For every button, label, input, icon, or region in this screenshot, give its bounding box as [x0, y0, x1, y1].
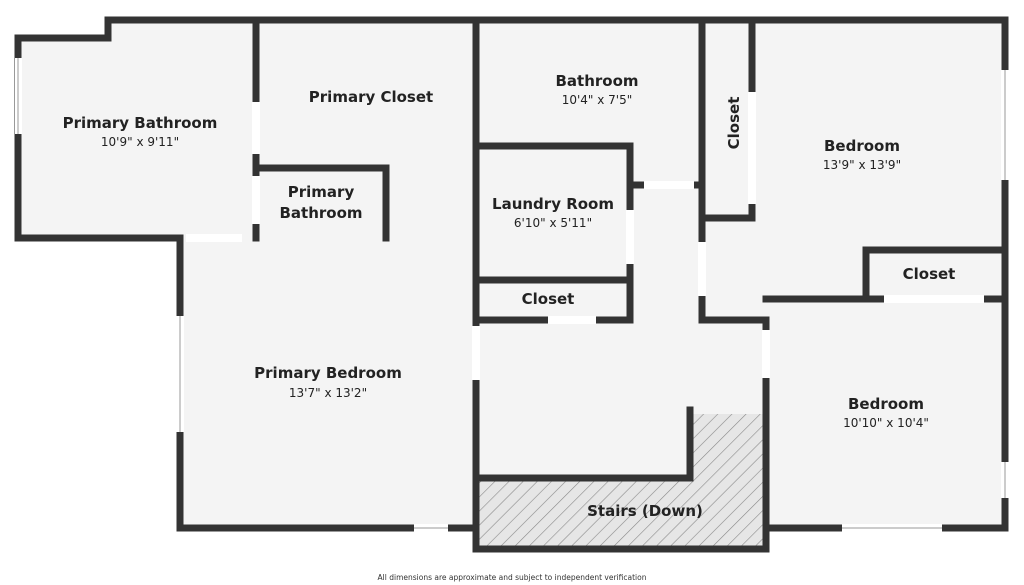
room-name-primary-closet: Primary Closet: [309, 88, 433, 106]
disclaimer-text: All dimensions are approximate and subje…: [378, 573, 647, 582]
room-dims-bathroom: 10'4" x 7'5": [562, 93, 633, 107]
room-dims-bedroom-upper: 13'9" x 13'9": [823, 158, 901, 172]
wall-small-bath: [252, 164, 390, 242]
door-hall-closet: [548, 316, 596, 324]
wall-vertical-closet: [702, 16, 756, 222]
wall-stairs: [472, 406, 694, 482]
room-labels: Primary Bathroom 10'9" x 9'11" Primary C…: [63, 72, 956, 582]
room-name-closet-right: Closet: [903, 265, 956, 283]
room-dims-primary-bathroom: 10'9" x 9'11": [101, 135, 179, 149]
room-name-primary-bathroom: Primary Bathroom: [63, 114, 218, 132]
floors: [18, 20, 1006, 550]
room-name-primary-bedroom: Primary Bedroom: [254, 364, 402, 382]
door-laundry: [626, 210, 634, 264]
door-small-bath: [252, 176, 260, 224]
wall-outer-top: [14, 16, 1009, 553]
openings: [15, 58, 1009, 532]
door-primary-bath: [252, 102, 260, 154]
wall-right-closet: [862, 246, 1009, 303]
room-name-primary-bathroom-small-line2: Bathroom: [279, 204, 362, 222]
room-dims-primary-bedroom: 13'7" x 13'2": [289, 386, 367, 400]
floor-left-wing: [18, 20, 476, 238]
room-name-closet-hall: Closet: [522, 290, 575, 308]
room-name-bedroom-upper: Bedroom: [824, 137, 900, 155]
door-right-closet: [884, 295, 984, 303]
room-name-laundry-room: Laundry Room: [492, 195, 614, 213]
floor-primary-bedroom: [180, 238, 476, 528]
room-dims-laundry-room: 6'10" x 5'11": [514, 216, 592, 230]
door-bedroom-lower: [762, 330, 770, 378]
room-name-closet-vertical: Closet: [725, 97, 743, 150]
room-dims-bedroom-lower: 10'10" x 10'4": [843, 416, 929, 430]
room-name-bedroom-lower: Bedroom: [848, 395, 924, 413]
room-name-stairs: Stairs (Down): [587, 502, 703, 520]
room-name-bathroom: Bathroom: [555, 72, 638, 90]
door-bedroom-upper: [698, 242, 706, 296]
door-vertical-closet: [748, 92, 756, 204]
door-primary-bed-right: [472, 326, 480, 380]
door-bathroom: [644, 181, 694, 189]
room-name-primary-bathroom-small-line1: Primary: [288, 183, 355, 201]
door-primary-bed-top: [186, 234, 242, 242]
